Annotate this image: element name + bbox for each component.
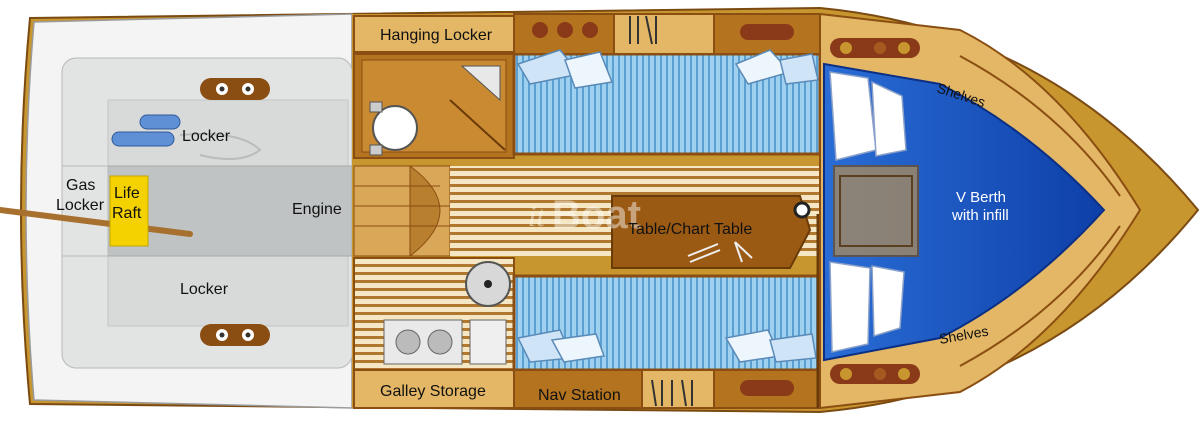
mast-step — [793, 201, 811, 219]
winch-bottom — [200, 324, 270, 346]
label-galley-storage: Galley Storage — [380, 383, 486, 400]
watermark-prefix: it — [528, 200, 545, 233]
label-engine: Engine — [292, 201, 342, 218]
galley-storage-box — [353, 369, 515, 409]
v-berth-pillows-icon — [829, 71, 907, 353]
label-locker-top: Locker — [182, 128, 231, 145]
label-v-berth-line2: with infill — [951, 207, 1009, 224]
label-nav-station: Nav Station — [538, 387, 621, 404]
label-v-berth-line1: V Berth — [956, 189, 1006, 206]
label-hanging-locker: Hanging Locker — [380, 27, 493, 44]
gas-locker-area — [61, 165, 109, 257]
stove-icon — [383, 319, 463, 365]
galley-sink-icon — [465, 261, 511, 365]
saloon-table — [611, 195, 812, 269]
v-berth-infill — [833, 165, 919, 257]
hanging-locker-box — [353, 15, 515, 53]
winch-top — [200, 78, 270, 100]
head-sink — [460, 65, 501, 102]
label-life-raft-line2: Raft — [112, 205, 142, 222]
companionway-steps — [353, 165, 451, 258]
toilet-icon — [369, 101, 418, 156]
label-locker-bottom: Locker — [180, 281, 229, 298]
label-life-raft-line1: Life — [114, 185, 140, 202]
tiller — [0, 207, 193, 237]
chart-tools-icon — [687, 241, 753, 263]
engine-box — [107, 165, 353, 257]
label-table-chart-table: Table/Chart Table — [628, 221, 752, 238]
life-raft-box — [109, 175, 149, 247]
pillows-icon — [516, 49, 819, 363]
fenders-icon — [111, 114, 262, 160]
cockpit-locker-bottom — [107, 255, 349, 327]
nav-station-box — [513, 369, 643, 409]
watermark-brand: Boat — [552, 193, 641, 237]
label-gas-locker-line1: Gas — [66, 177, 95, 194]
label-gas-locker-line2: Locker — [56, 197, 105, 214]
